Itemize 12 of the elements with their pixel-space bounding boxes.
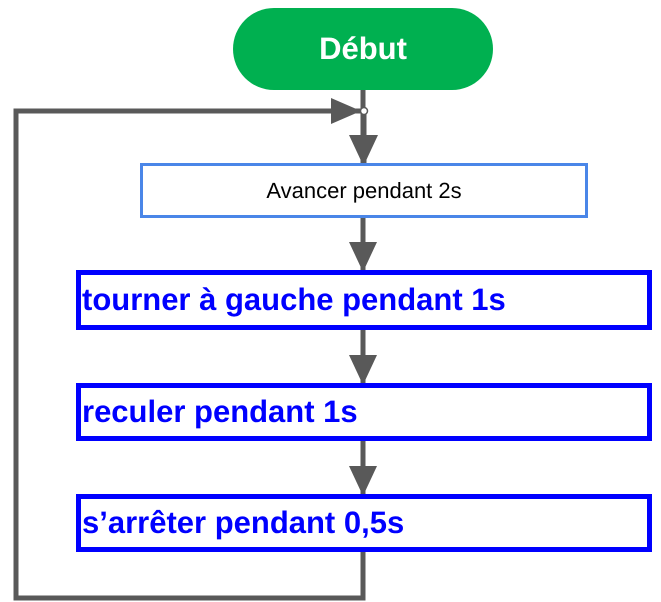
arrow <box>349 441 377 496</box>
process-box <box>76 270 652 330</box>
arrow <box>349 330 377 385</box>
process-box <box>76 494 652 552</box>
process-label: reculer pendant 1s <box>82 394 358 430</box>
start-label: Début <box>319 31 407 67</box>
process-label: Avancer pendant 2s <box>266 178 462 204</box>
process-label: s’arrêter pendant 0,5s <box>82 505 404 541</box>
process-box <box>140 163 588 218</box>
process-box <box>76 383 652 441</box>
arrow <box>349 218 377 272</box>
process-label: tourner à gauche pendant 1s <box>82 282 506 318</box>
